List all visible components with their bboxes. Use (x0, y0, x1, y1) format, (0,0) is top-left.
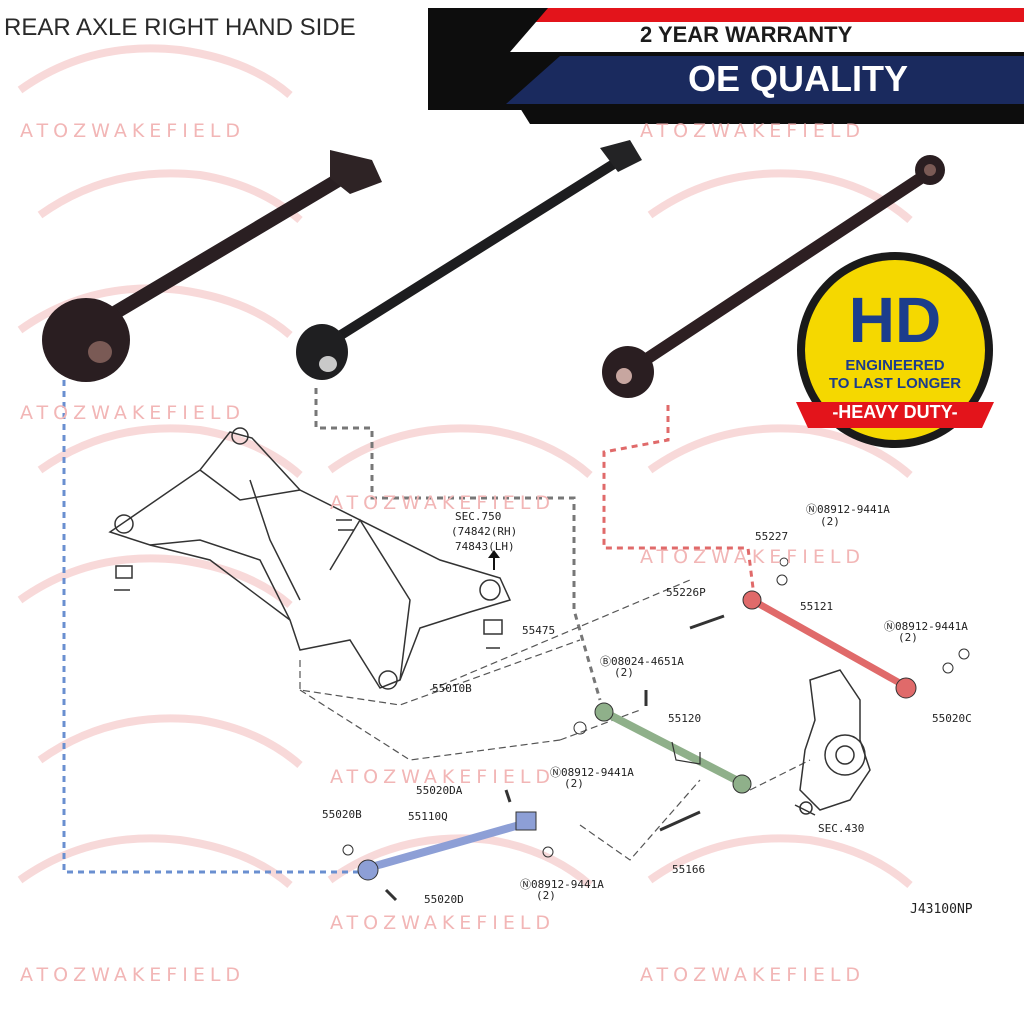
label-55010b: 55010B (432, 682, 472, 695)
warranty-text: 2 YEAR WARRANTY (640, 22, 853, 47)
watermark-text: ATOZWAKEFIELD (330, 766, 556, 788)
watermark-text: ATOZWAKEFIELD (640, 546, 866, 568)
watermark-text: ATOZWAKEFIELD (20, 120, 246, 142)
banner-white-stripe (510, 22, 1024, 52)
label-55020b: 55020B (322, 808, 362, 821)
label-55226p: 55226P (666, 586, 706, 599)
badge-line2: TO LAST LONGER (828, 375, 962, 392)
label-55020d: 55020D (424, 893, 464, 906)
badge-line3: -HEAVY DUTY- (832, 402, 958, 422)
label-55120: 55120 (668, 712, 701, 725)
label-55110q: 55110Q (408, 810, 448, 823)
label-n2q: (2) (898, 631, 918, 644)
label-n3q: (2) (564, 777, 584, 790)
connector-red (602, 405, 756, 597)
label-74843: 74843(LH) (455, 540, 515, 553)
label-b1q: (2) (614, 666, 634, 679)
watermark-text: ATOZWAKEFIELD (20, 402, 246, 424)
label-55475: 55475 (522, 624, 555, 637)
label-j43100np: J43100NP (910, 902, 973, 917)
quality-text: OE QUALITY (688, 58, 909, 99)
label-n3: Ⓝ08912-9441A (550, 766, 634, 779)
crossmember-leader-dashes (299, 579, 811, 861)
label-55020c: 55020C (932, 712, 972, 725)
knuckle-hub-drawing (794, 669, 871, 816)
badge-hd-text: HD (848, 284, 942, 356)
label-55166: 55166 (672, 863, 705, 876)
watermark-text: ATOZWAKEFIELD (20, 964, 246, 986)
watermark-text: ATOZWAKEFIELD (640, 964, 866, 986)
label-n1: Ⓝ08912-9441A (806, 503, 890, 516)
arm-55121-drawing (689, 557, 970, 699)
page-title: REAR AXLE RIGHT HAND SIDE (4, 14, 356, 41)
banner-red-stripe (536, 8, 1024, 22)
watermark-text: ATOZWAKEFIELD (330, 912, 556, 934)
heavy-duty-badge (796, 252, 994, 448)
label-55227: 55227 (755, 530, 788, 543)
watermark-car-silhouettes (17, 44, 913, 889)
control-arm-1 (42, 150, 382, 382)
label-74842: (74842(RH) (451, 525, 517, 538)
connector-gray (314, 388, 602, 701)
label-n1q: (2) (820, 515, 840, 528)
control-arm-2 (296, 140, 642, 380)
bolt-55166 (659, 810, 701, 832)
banner-navy-stripe (506, 56, 1024, 104)
label-n4: Ⓝ08912-9441A (520, 878, 604, 891)
label-sec430: SEC.430 (818, 822, 864, 835)
label-n4q: (2) (536, 889, 556, 902)
label-55121: 55121 (800, 600, 833, 613)
label-n2: Ⓝ08912-9441A (884, 620, 968, 633)
watermark-text: ATOZWAKEFIELD (330, 492, 556, 514)
badge-line1: ENGINEERED (845, 357, 945, 374)
control-arm-3 (602, 155, 945, 398)
up-arrow-icon (488, 550, 500, 570)
arm-55110q-drawing (342, 789, 554, 902)
label-b1: Ⓑ08024-4651A (600, 655, 684, 668)
label-sec750: SEC.750 (455, 510, 501, 523)
watermark-text: ATOZWAKEFIELD (640, 120, 866, 142)
rear-crossmember (108, 427, 512, 690)
part-labels: SEC.750 (74842(RH) 74843(LH) 55475 55010… (322, 503, 973, 917)
arm-55120-drawing (573, 690, 752, 794)
banner-black-tail (520, 108, 1024, 124)
label-55020da: 55020DA (416, 784, 463, 797)
